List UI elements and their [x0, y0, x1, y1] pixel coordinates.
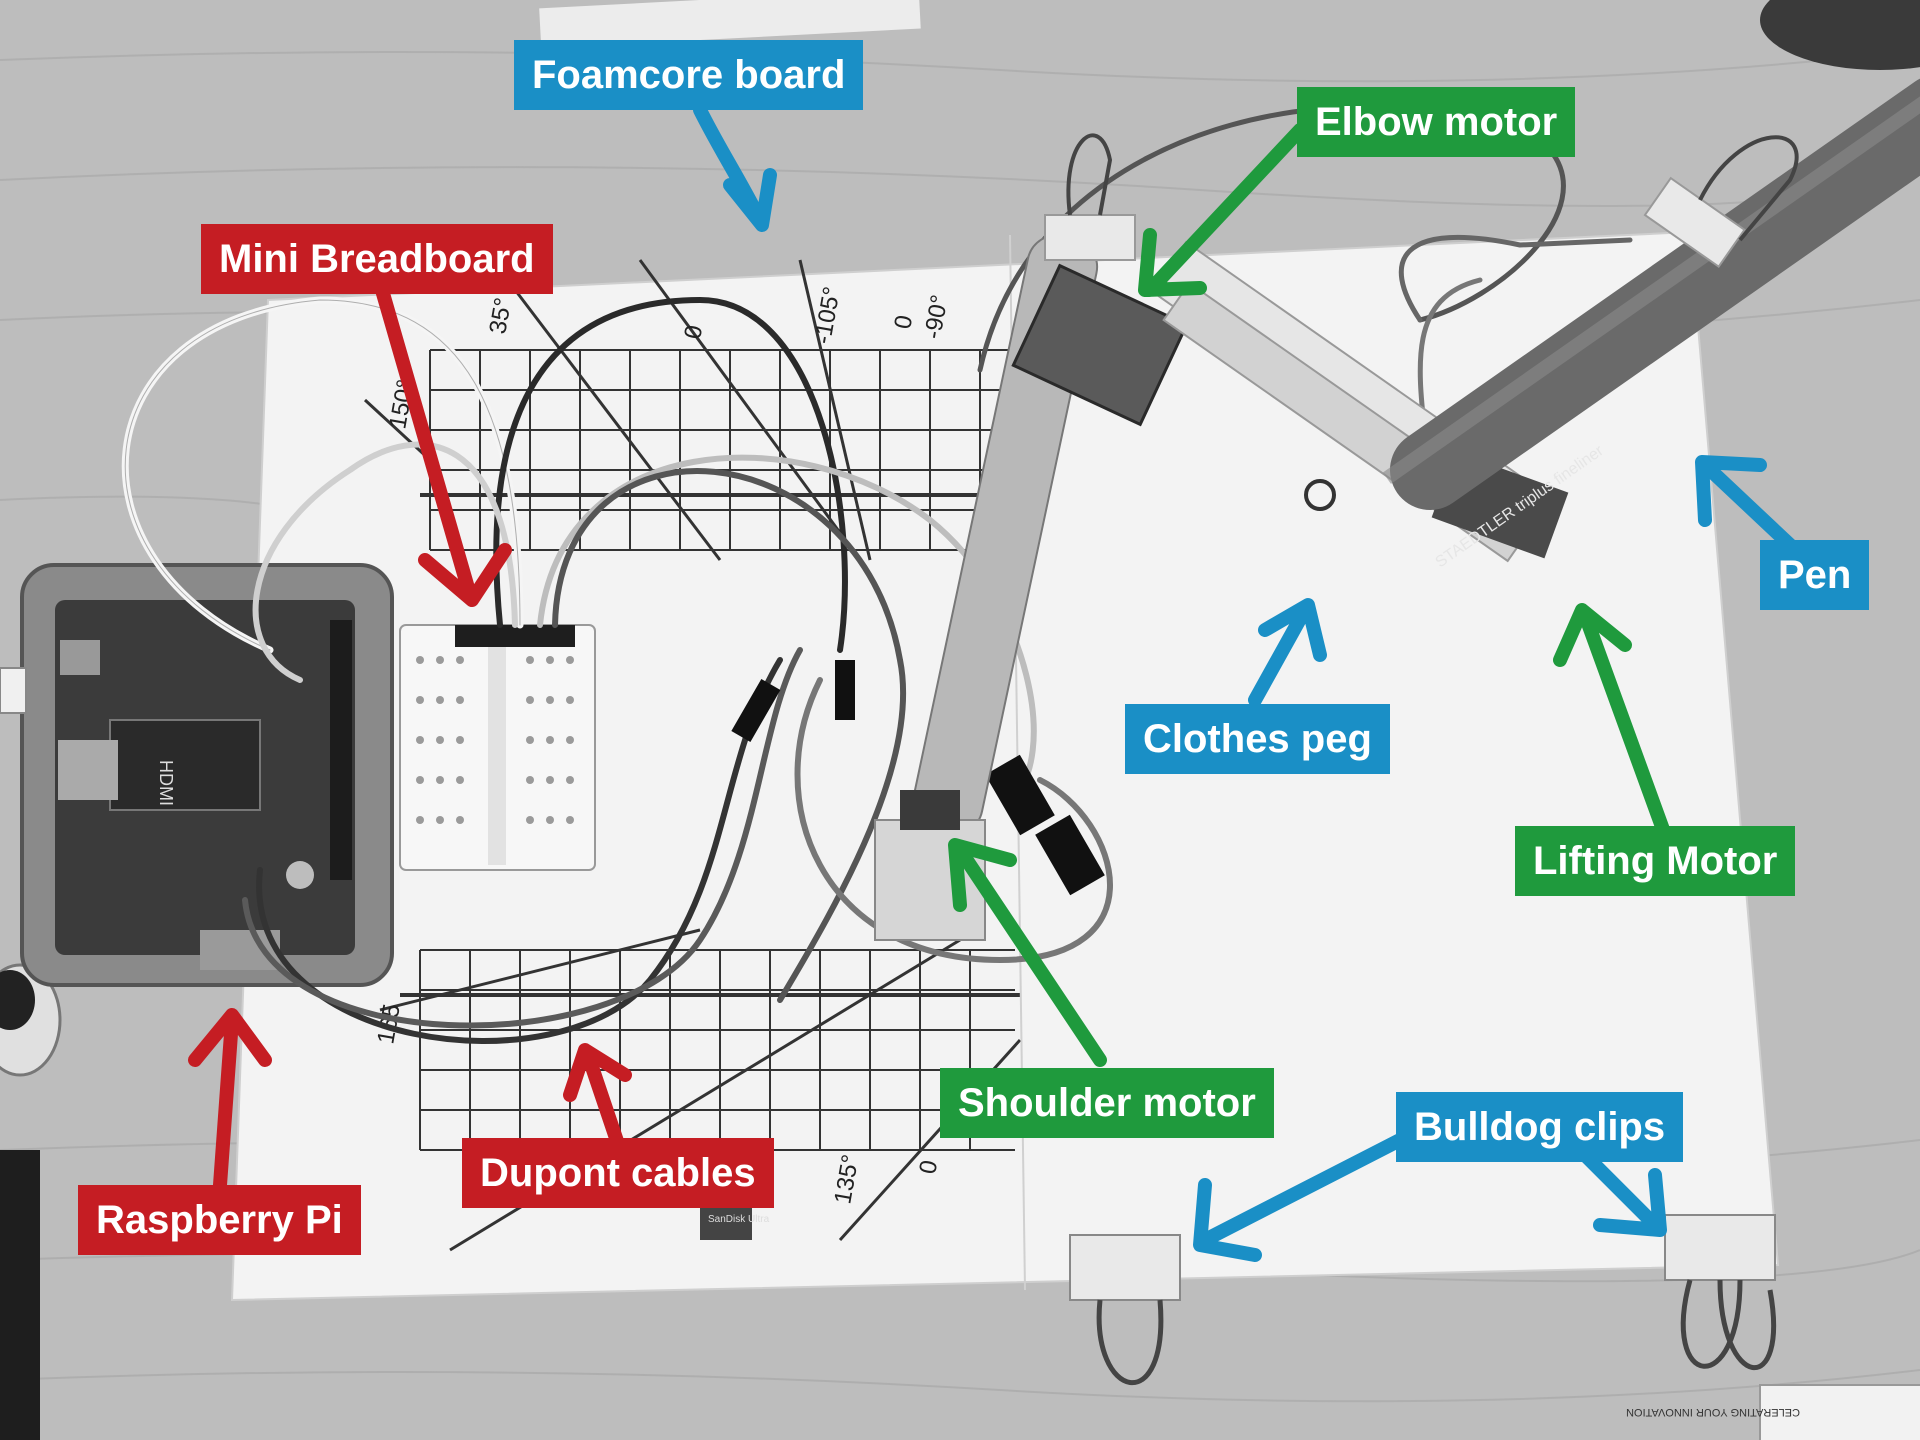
lower-grid [379, 928, 1022, 1252]
label-dupont-cables: Dupont cables [462, 1138, 774, 1208]
arrow-shoulder [948, 838, 1107, 1067]
bulldog-clip-top-right [1643, 135, 1799, 269]
arrow-dupont [563, 1043, 632, 1157]
label-foamcore-board: Foamcore board [514, 40, 864, 110]
label-clothes-peg: Clothes peg [1125, 704, 1390, 774]
sd-card-text: SanDisk Ultra [708, 1214, 770, 1225]
dark-object [1760, 0, 1920, 70]
dupont-cables [121, 104, 1633, 1044]
arrow-elbow [1138, 123, 1307, 297]
mark-0c: 0 [914, 1158, 943, 1176]
mark-0b: 0 [889, 313, 918, 331]
mini-breadboard [399, 624, 596, 871]
label-raspberry-pi: Raspberry Pi [78, 1185, 361, 1255]
desk-tag [0, 667, 27, 714]
bulldog-clip-bottom-left [1069, 1234, 1181, 1385]
corner-card-text: CELERATING YOUR INNOVATION [1626, 1406, 1800, 1418]
arrow-pen [1695, 455, 1797, 552]
label-lifting-motor: Lifting Motor [1515, 826, 1796, 896]
bulldog-clip-bottom-right [1664, 1214, 1777, 1370]
annotation-arrows [188, 103, 1797, 1262]
arrow-lifting [1553, 603, 1672, 842]
paper-sheet [539, 0, 921, 49]
round-object-dark [0, 970, 35, 1030]
arrow-raspberry-pi [188, 1008, 272, 1192]
mark-35: 35° [484, 296, 517, 336]
label-bulldog-clips: Bulldog clips [1396, 1092, 1684, 1162]
label-pen: Pen [1760, 540, 1870, 610]
arrow-foamcore [693, 103, 777, 232]
arrow-clothes-peg [1248, 598, 1327, 707]
mark-0a: 0 [679, 323, 708, 341]
label-mini-breadboard: Mini Breadboard [201, 224, 553, 294]
label-elbow-motor: Elbow motor [1297, 87, 1576, 157]
notebook [0, 1150, 40, 1440]
label-shoulder-motor: Shoulder motor [940, 1068, 1274, 1138]
arrow-breadboard [375, 283, 512, 607]
raspberry-pi: HDMI [20, 563, 394, 987]
corner-card: CELERATING YOUR INNOVATION [1626, 1384, 1920, 1440]
bulldog-clip-top-left [1044, 133, 1136, 261]
arrow-bulldog-left [1193, 1133, 1407, 1262]
hdmi-text: HDMI [156, 760, 176, 806]
